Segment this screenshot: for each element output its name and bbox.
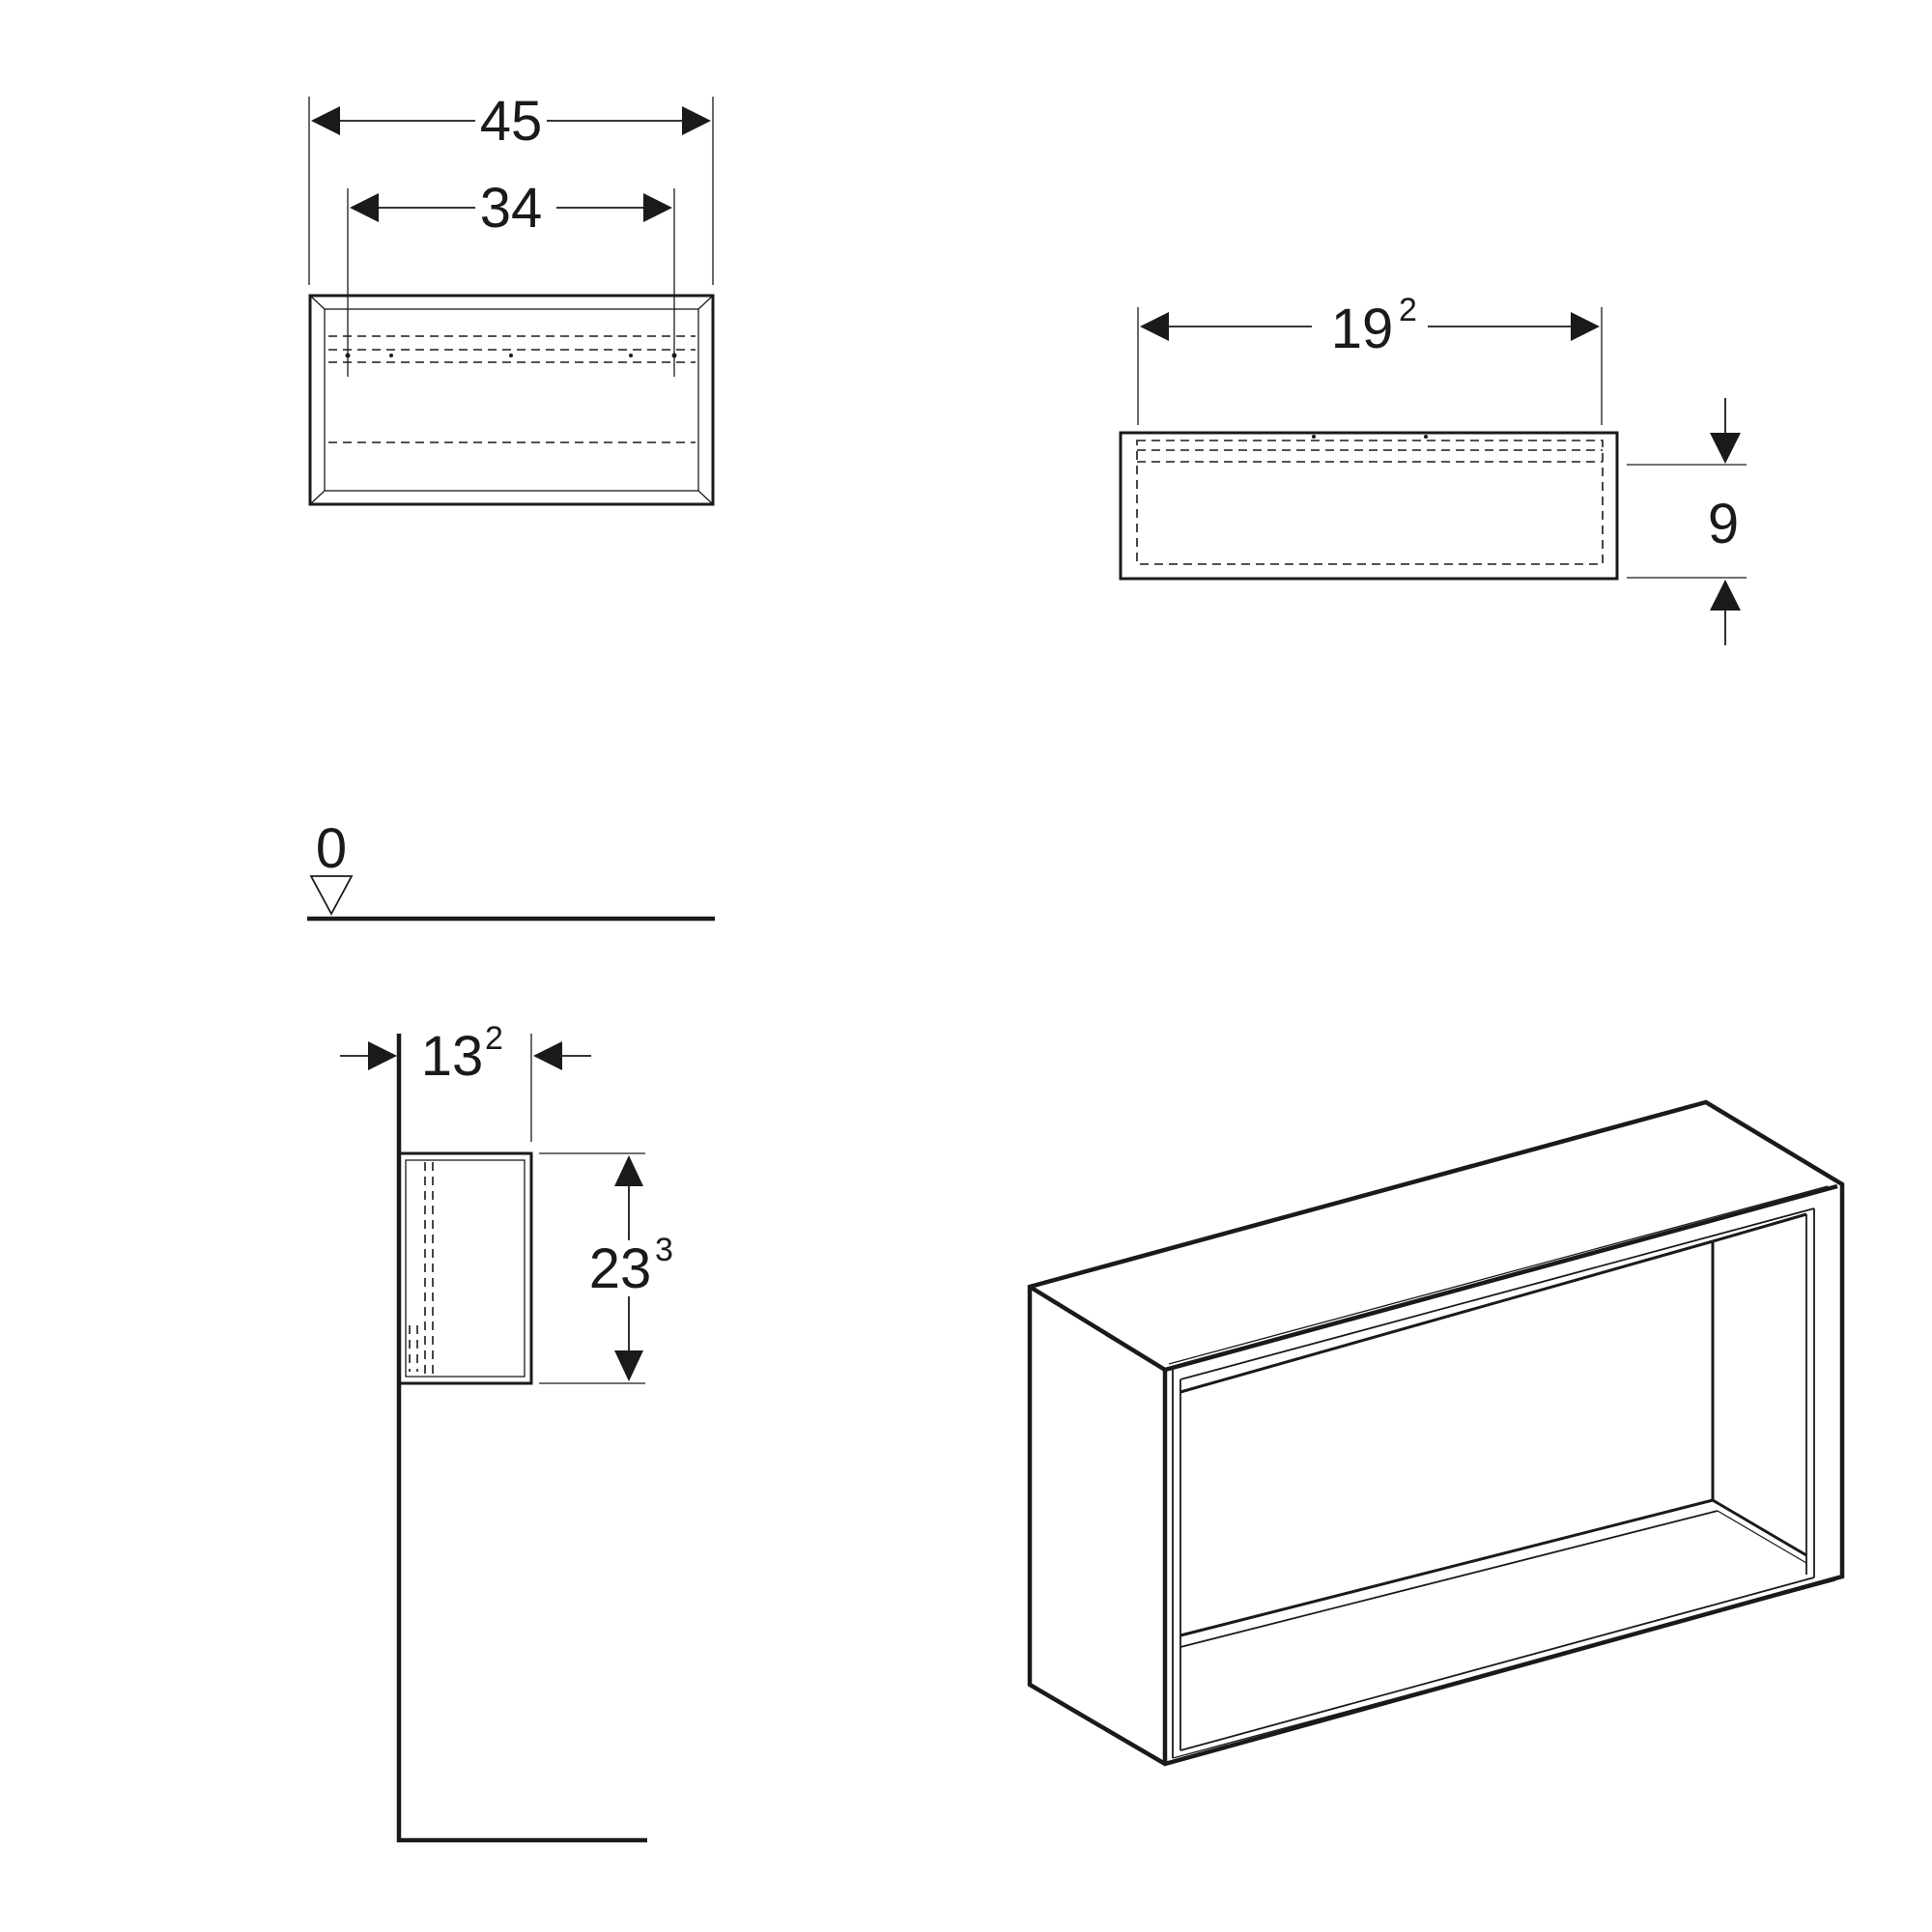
- side-height-sup-label: 3: [655, 1232, 673, 1268]
- side-height-dimension: 23 3: [539, 1152, 673, 1384]
- side-height-main-label: 23: [589, 1237, 652, 1300]
- top-view: 19 2 9: [1119, 292, 1747, 645]
- depth-sup-label: 2: [1399, 292, 1417, 328]
- height-label-top-view: 9: [1708, 493, 1739, 555]
- side-view: 13 2 23 3: [340, 1020, 673, 1843]
- level-mark-label: 0: [316, 817, 347, 880]
- inner-width-dimension: 34: [350, 177, 672, 240]
- floor-level-mark: 0: [307, 817, 715, 922]
- overall-width-label: 45: [480, 90, 543, 153]
- side-depth-main-label: 13: [421, 1025, 484, 1088]
- inner-width-label: 34: [480, 177, 543, 240]
- side-depth-dimension: 13 2: [340, 1020, 591, 1142]
- overall-width-dimension: 45: [311, 90, 711, 153]
- front-view: 45 34: [308, 90, 715, 506]
- height-dimension-top-view: 9: [1627, 398, 1747, 645]
- depth-main-label: 19: [1331, 298, 1394, 360]
- side-depth-sup-label: 2: [485, 1020, 503, 1057]
- depth-dimension: 19 2: [1140, 292, 1600, 360]
- isometric-view: [1027, 1099, 1845, 1767]
